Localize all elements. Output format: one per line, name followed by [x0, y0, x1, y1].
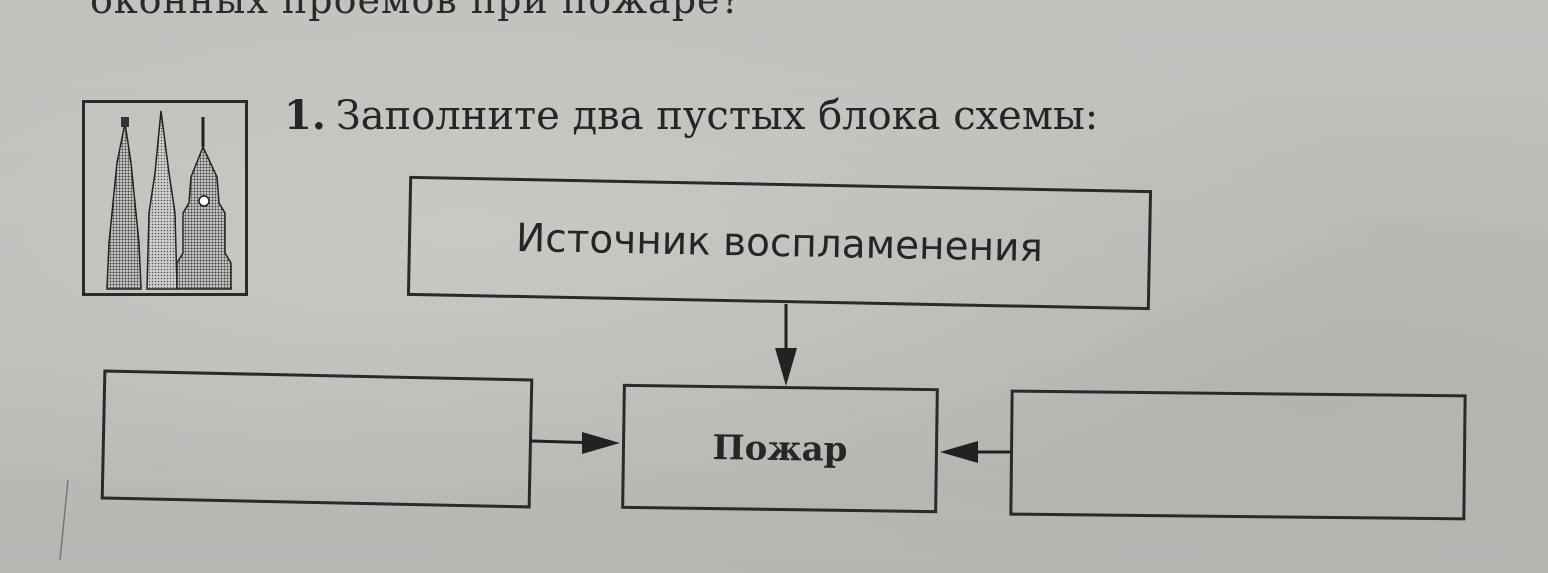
arrow-left-to-fire: [531, 432, 620, 454]
section-icon-frame: [82, 100, 248, 296]
task-heading: 1.Заполните два пустых блока схемы:: [284, 92, 1098, 139]
task-text: Заполните два пустых блока схемы:: [335, 93, 1099, 139]
arrow-top-to-fire: [775, 304, 797, 386]
pencil-mark: [59, 479, 69, 561]
task-number: 1.: [284, 92, 326, 139]
arrow-right-to-fire: [940, 441, 1010, 463]
kremlin-towers-icon: [106, 110, 232, 290]
previous-question-fragment: оконных проемов при пожаре?: [90, 0, 742, 22]
